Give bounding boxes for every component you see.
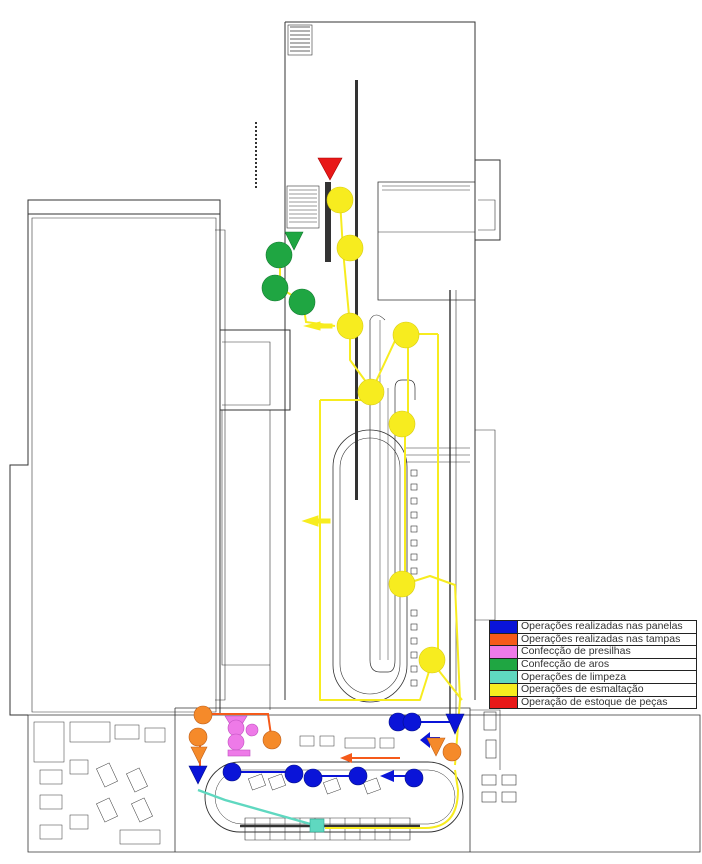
legend-label: Operações realizadas nas tampas	[521, 632, 681, 645]
panelas-circle	[402, 712, 422, 732]
legend-item-estoque: Operação de estoque de peças	[490, 695, 696, 709]
panelas-markers	[188, 712, 465, 788]
panelas-triangle	[445, 713, 465, 735]
legend-label: Operações realizadas nas panelas	[521, 620, 683, 633]
legend-item-panelas: Operações realizadas nas panelas	[490, 621, 696, 634]
legend-item-aros: Confecção de aros	[490, 659, 696, 672]
aros-triangle	[284, 231, 304, 251]
aros-markers	[261, 231, 316, 316]
tampas-circle	[262, 730, 282, 750]
legend-swatch	[490, 646, 518, 658]
tampas-markers	[188, 705, 462, 764]
tampas-arrow	[340, 753, 352, 763]
esmaltacao-circle	[336, 312, 364, 340]
esmaltacao-circle	[388, 410, 416, 438]
panelas-triangle	[188, 765, 208, 785]
aros-circle	[265, 241, 293, 269]
presilhas-circle	[227, 733, 245, 751]
aros-circle	[288, 288, 316, 316]
tampas-circle	[188, 727, 208, 747]
tampas-circle	[442, 742, 462, 762]
aros-circle	[261, 274, 289, 302]
legend-swatch	[490, 671, 518, 683]
legend-swatch	[490, 658, 518, 671]
legend-item-presilhas: Confecção de presilhas	[490, 646, 696, 659]
panelas-flow	[233, 721, 452, 777]
limpeza-flow	[197, 788, 315, 827]
legend-swatch	[490, 633, 518, 646]
esmaltacao-circle	[336, 234, 364, 262]
legend-swatch	[490, 621, 518, 633]
legend-item-limpeza: Operações de limpeza	[490, 671, 696, 684]
panelas-circle	[348, 766, 368, 786]
legend-label: Confecção de presilhas	[521, 645, 631, 658]
esmaltacao-circle	[388, 570, 416, 598]
presilhas-circle	[227, 719, 245, 737]
legend-label: Operação de estoque de peças	[521, 695, 668, 708]
panelas-circle	[404, 768, 424, 788]
legend-item-esmaltacao: Operações de esmaltação	[490, 684, 696, 697]
legend-item-tampas: Operações realizadas nas tampas	[490, 632, 696, 647]
esmaltacao-markers	[326, 186, 446, 674]
tampas-circle	[193, 705, 213, 725]
esmaltacao-circle	[392, 321, 420, 349]
limpeza-marker	[309, 818, 325, 833]
esmaltacao-arrows	[301, 321, 333, 527]
panelas-circle	[284, 764, 304, 784]
tampas-triangle	[426, 737, 446, 757]
legend-swatch	[490, 683, 518, 696]
panelas-circle	[222, 762, 242, 782]
presilhas-markers	[224, 715, 259, 757]
legend-label: Confecção de aros	[521, 658, 610, 671]
building-walls	[9, 21, 701, 853]
legend-swatch	[490, 696, 518, 709]
esmaltacao-circle	[357, 378, 385, 406]
tampas-triangle	[190, 746, 208, 764]
estoque-triangle	[317, 157, 343, 181]
panelas-circle	[303, 768, 323, 788]
esmaltacao-flow	[319, 199, 463, 829]
presilhas-circle	[245, 723, 259, 737]
esmaltacao-circle	[418, 646, 446, 674]
esmaltacao-circle	[326, 186, 354, 214]
legend-label: Operações de esmaltação	[521, 683, 644, 696]
legend-label: Operações de limpeza	[521, 670, 627, 683]
